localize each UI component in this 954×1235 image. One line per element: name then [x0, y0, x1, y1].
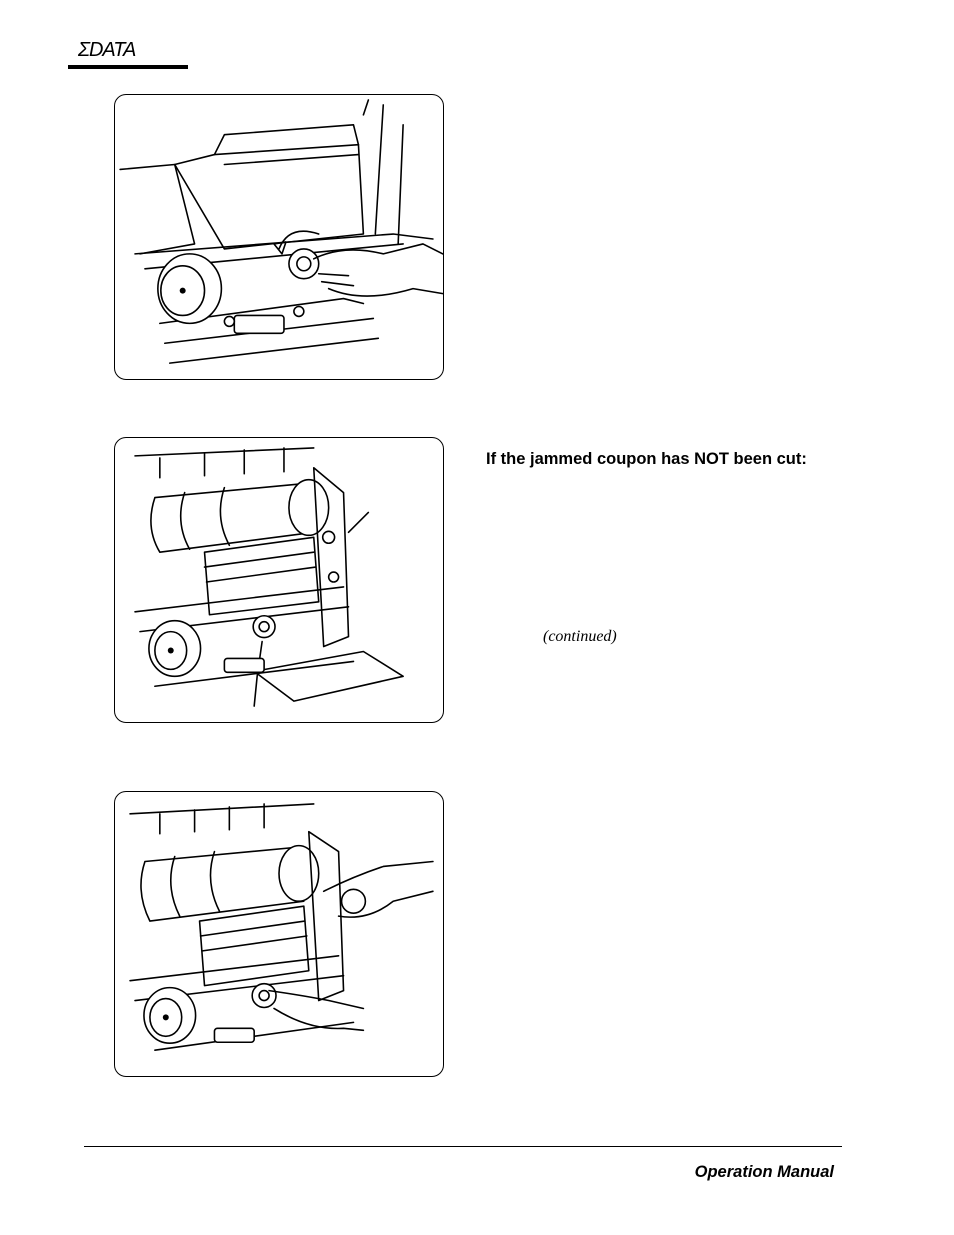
logo-text: ΣDATA [78, 39, 136, 61]
section-heading: If the jammed coupon has NOT been cut: [486, 450, 807, 468]
continued-note: (continued) [543, 628, 617, 645]
company-logo: ΣDATA [68, 38, 190, 70]
footer-divider [84, 1146, 842, 1147]
figure-knob-turn [114, 94, 444, 380]
printer-knob-turn-illustration [119, 99, 443, 364]
printer-open-cover-illustration [134, 447, 404, 707]
footer-title: Operation Manual [694, 1163, 834, 1181]
figure-open-cover [114, 437, 444, 723]
printer-two-hands-illustration [129, 803, 434, 1051]
figure-two-hands [114, 791, 444, 1077]
logo-underline [68, 65, 188, 69]
